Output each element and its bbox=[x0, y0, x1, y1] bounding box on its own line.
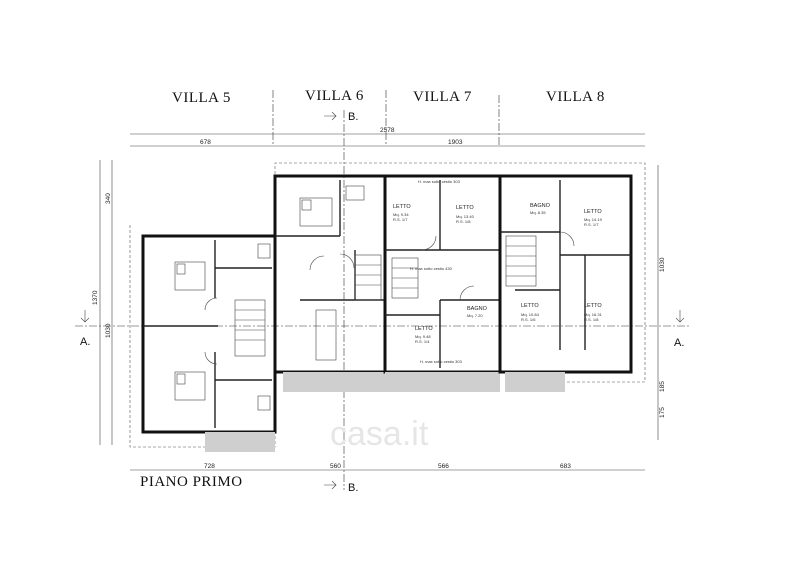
dim-bottom-1: 728 bbox=[204, 463, 215, 470]
room-area-letto-f: Mq. 16.31 bbox=[584, 312, 603, 317]
note-height-bottom: H. max sotto cestio 303 bbox=[420, 359, 463, 364]
section-label-a-right: A. bbox=[674, 337, 684, 349]
room-rs-letto-d: R.S. 1/4 bbox=[415, 339, 430, 344]
dim-right-2: 185 bbox=[659, 381, 666, 392]
dim-left-1: 340 bbox=[105, 193, 112, 204]
room-rs-letto-f: R.S. 1/8 bbox=[584, 317, 599, 322]
room-label-letto-b: LETTO bbox=[456, 205, 474, 211]
title-villa-8: VILLA 8 bbox=[546, 89, 605, 105]
room-rs-letto-a: R.S. 1/7 bbox=[393, 217, 408, 222]
note-height-top: H. max sotto cestio 303 bbox=[418, 179, 461, 184]
section-arrow-a-right bbox=[675, 310, 685, 323]
room-area-letto-c: Mq. 14.19 bbox=[584, 217, 603, 222]
dim-bottom-3: 566 bbox=[438, 463, 449, 470]
section-label-b-top: B. bbox=[348, 111, 358, 123]
watermark: casa.it bbox=[330, 415, 429, 453]
villa-6-plan bbox=[273, 174, 387, 392]
section-arrow-b-bottom bbox=[324, 480, 337, 490]
room-label-letto-d: LETTO bbox=[415, 326, 433, 332]
room-area-bagno-a: Mq. 8.35 bbox=[530, 210, 546, 215]
dim-top-right: 1903 bbox=[448, 139, 463, 146]
dim-bottom-2: 560 bbox=[330, 463, 341, 470]
room-rs-letto-b: R.S. 1/8 bbox=[456, 219, 471, 224]
room-label-bagno-a: BAGNO bbox=[530, 203, 551, 209]
title-villa-7: VILLA 7 bbox=[413, 89, 472, 105]
section-arrow-a-left bbox=[80, 310, 90, 323]
room-label-letto-a: LETTO bbox=[393, 204, 411, 210]
villa-5-plan bbox=[141, 234, 277, 452]
dim-left-2: 1370 bbox=[92, 290, 99, 305]
room-area-letto-d: Mq. 9.48 bbox=[415, 334, 431, 339]
dim-right-1: 1030 bbox=[659, 257, 666, 272]
room-rs-letto-c: R.S. 1/7 bbox=[584, 222, 599, 227]
dim-bottom-4: 683 bbox=[560, 463, 571, 470]
title-villa-5: VILLA 5 bbox=[172, 90, 231, 106]
section-arrow-b-top bbox=[324, 111, 337, 121]
room-rs-letto-e: R.S. 1/6 bbox=[521, 317, 536, 322]
room-label-letto-c: LETTO bbox=[584, 209, 602, 215]
villa-8-plan bbox=[498, 174, 633, 392]
roof-outline bbox=[129, 162, 646, 448]
dim-top-left: 678 bbox=[200, 139, 211, 146]
room-area-bagno-b: Mq. 7.20 bbox=[467, 313, 483, 318]
section-label-b-bottom: B. bbox=[348, 482, 358, 494]
dim-top-overall: 2578 bbox=[380, 127, 395, 134]
note-height-middle: H. max sotto cestio 430 bbox=[410, 266, 453, 271]
room-area-letto-e: Mq. 10.84 bbox=[521, 312, 540, 317]
title-villa-6: VILLA 6 bbox=[305, 88, 364, 104]
room-label-letto-e: LETTO bbox=[521, 303, 539, 309]
room-label-letto-f: LETTO bbox=[584, 303, 602, 309]
floor-title: PIANO PRIMO bbox=[140, 474, 243, 490]
room-label-bagno-b: BAGNO bbox=[467, 306, 488, 312]
dim-left-3: 1030 bbox=[105, 323, 112, 338]
dim-right-3: 175 bbox=[659, 407, 666, 418]
room-area-letto-a: Mq. 9.34 bbox=[393, 212, 409, 217]
section-label-a-left: A. bbox=[80, 336, 90, 348]
room-area-letto-b: Mq. 13.40 bbox=[456, 214, 475, 219]
